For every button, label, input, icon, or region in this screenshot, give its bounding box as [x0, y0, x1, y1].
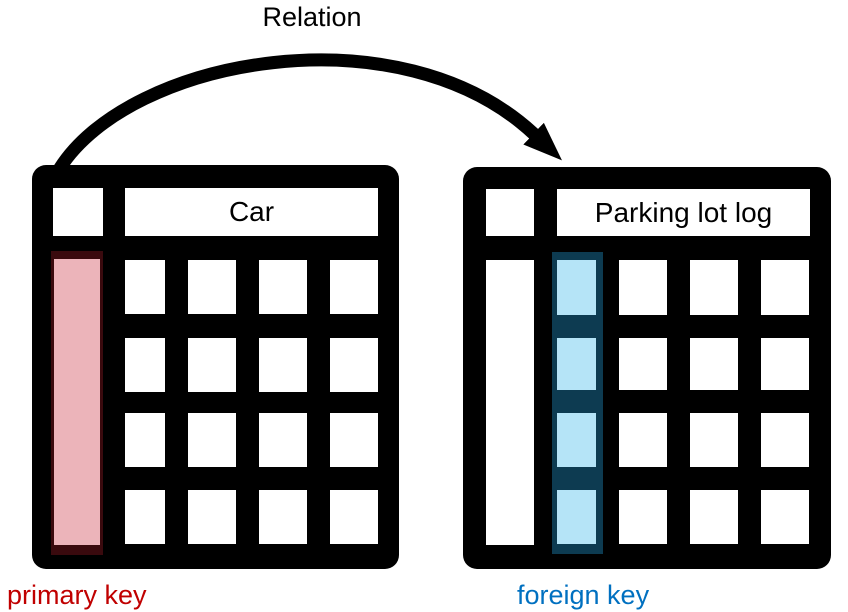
table-cell [761, 338, 809, 390]
table-cell [259, 338, 307, 392]
foreign-key-cell [557, 490, 596, 544]
table-cell [188, 490, 236, 544]
table-cell [761, 260, 809, 315]
foreign-key-cell [557, 260, 596, 315]
car-title-cell: Car [125, 188, 378, 236]
relation-label: Relation [262, 2, 362, 32]
foreign-key-column [552, 252, 603, 554]
table-cell [125, 260, 165, 314]
table-cell [690, 413, 738, 467]
table-cell [188, 260, 236, 314]
table-cell [125, 413, 165, 467]
table-cell [619, 413, 667, 467]
table-cell [259, 490, 307, 544]
table-cell [188, 413, 236, 467]
table-cell [619, 338, 667, 390]
foreign-key-label: foreign key [517, 580, 650, 610]
car-title: Car [228, 196, 275, 227]
table-cell [259, 413, 307, 467]
table-cell [619, 260, 667, 315]
table-cell [690, 260, 738, 315]
table-cell [330, 338, 378, 392]
table-cell [330, 260, 378, 314]
table-cell [188, 338, 236, 392]
table-cell [690, 490, 738, 544]
log-row-header-column [486, 260, 534, 545]
table-cell [125, 490, 165, 544]
table-cell [761, 490, 809, 544]
table-cell [330, 413, 378, 467]
table-cell [690, 338, 738, 390]
primary-key-label: primary key [7, 580, 147, 610]
table-cell [330, 490, 378, 544]
table-cell [259, 260, 307, 314]
table-cell [125, 338, 165, 392]
parking-lot-log-table: Parking lot log [463, 167, 831, 569]
parking-lot-log-title: Parking lot log [594, 196, 773, 228]
table-cell [761, 413, 809, 467]
primary-key-column [51, 251, 103, 555]
car-table: Car [32, 165, 399, 569]
car-corner-header-cell [53, 188, 103, 236]
log-title-cell: Parking lot log [557, 189, 810, 236]
foreign-key-cell [557, 338, 596, 390]
foreign-key-cell [557, 413, 596, 467]
log-corner-header-cell [486, 189, 534, 236]
table-cell [619, 490, 667, 544]
